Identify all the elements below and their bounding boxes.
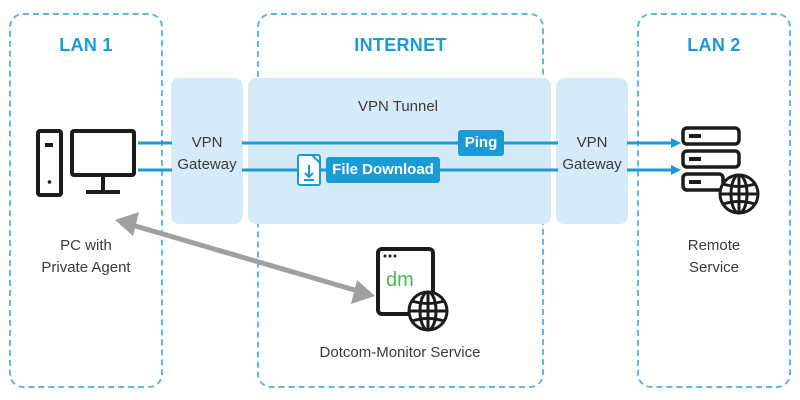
- vpn-tunnel-label: VPN Tunnel: [357, 98, 439, 115]
- right-gateway-panel: [556, 78, 628, 224]
- pc-icon: [36, 129, 136, 197]
- lan2-zone: LAN 2: [637, 13, 791, 388]
- ping-tag: Ping: [458, 130, 504, 156]
- dotcom-monitor-label: Dotcom-Monitor Service: [319, 344, 481, 361]
- lan1-title: LAN 1: [59, 35, 113, 55]
- left-gateway-panel: [171, 78, 243, 224]
- lan2-title: LAN 2: [687, 35, 741, 55]
- remote-service-label: Remote Service: [687, 237, 741, 276]
- server-globe-icon: [718, 173, 760, 215]
- monitor-globe-icon: [407, 290, 449, 332]
- left-gateway-label: VPN Gateway: [177, 134, 237, 173]
- file-download-tag: File Download: [326, 157, 440, 183]
- gray-double-arrow: [115, 212, 375, 304]
- file-download-icon: [297, 154, 321, 186]
- pc-label: PC with Private Agent: [41, 237, 131, 276]
- lan1-zone: LAN 1: [9, 13, 163, 388]
- internet-title: INTERNET: [354, 35, 447, 55]
- dm-logo-text: dm: [386, 269, 414, 291]
- right-gateway-label: VPN Gateway: [562, 134, 622, 173]
